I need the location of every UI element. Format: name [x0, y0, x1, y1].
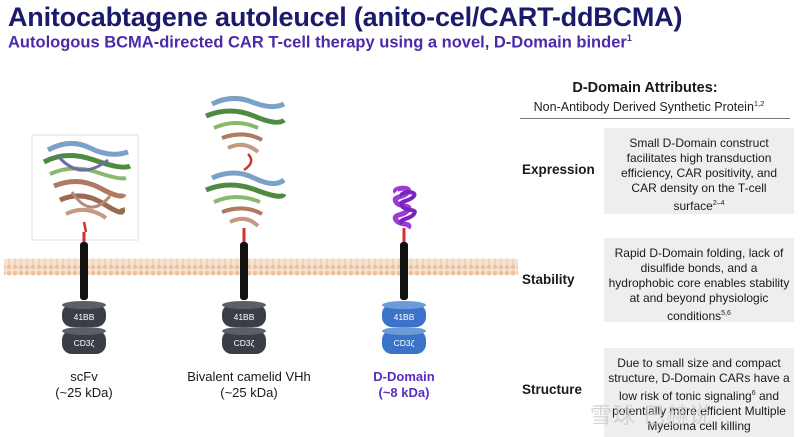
scfv-construct: 41BB CD3ζ	[31, 134, 139, 354]
scfv-cd3z-domain: CD3ζ	[62, 327, 106, 354]
attributes-subheading: Non-Antibody Derived Synthetic Protein1,…	[533, 99, 765, 115]
car-construct-diagram: 41BB CD3ζ 41BB	[4, 96, 518, 354]
ddomain-construct: 41BB CD3ζ	[382, 185, 426, 354]
page-title: Anitocabtagene autoleucel (anito-cel/CAR…	[8, 2, 683, 32]
vhh-protein-structure-bottom	[205, 170, 287, 228]
attributes-divider	[520, 118, 790, 119]
expression-text: Small D-Domain construct facilitates hig…	[604, 128, 794, 214]
stability-text: Rapid D-Domain folding, lack of disulfid…	[604, 238, 794, 323]
stability-label: Stability	[522, 272, 575, 287]
vhh-protein-structure-top	[205, 96, 286, 172]
vhh-cd3z-domain: CD3ζ	[222, 327, 266, 354]
expression-label: Expression	[522, 162, 595, 177]
vhh-cd3z-label: CD3ζ	[234, 338, 255, 348]
scfv-41bb-domain: 41BB	[62, 301, 106, 327]
ddomain-cd3z-domain: CD3ζ	[382, 327, 426, 354]
ddomain-41bb-label: 41BB	[394, 312, 415, 322]
scfv-protein-structure	[42, 141, 132, 233]
scfv-41bb-label: 41BB	[74, 312, 95, 322]
ddomain-cd3z-label: CD3ζ	[394, 338, 415, 348]
ddomain-41bb-domain: 41BB	[382, 301, 426, 327]
vhh-label: Bivalent camelid VHh(~25 kDa)	[187, 369, 311, 400]
ddomain-label: D-Domain(~8 kDa)	[373, 369, 435, 400]
vhh-41bb-domain: 41BB	[222, 301, 266, 327]
watermark: 雪球 巴赫说	[590, 403, 713, 428]
vhh-construct: 41BB CD3ζ	[205, 96, 287, 354]
structure-text: Due to small size and compact structure,…	[604, 348, 794, 437]
structure-label: Structure	[522, 382, 583, 397]
vhh-41bb-label: 41BB	[234, 312, 255, 322]
cell-membrane	[4, 258, 518, 276]
scfv-label: scFv(~25 kDa)	[55, 369, 113, 400]
page-subtitle: Autologous BCMA-directed CAR T-cell ther…	[8, 33, 632, 52]
scfv-cd3z-label: CD3ζ	[74, 338, 95, 348]
ddomain-helix-structure	[392, 185, 417, 230]
attributes-heading: D-Domain Attributes:	[572, 80, 718, 96]
